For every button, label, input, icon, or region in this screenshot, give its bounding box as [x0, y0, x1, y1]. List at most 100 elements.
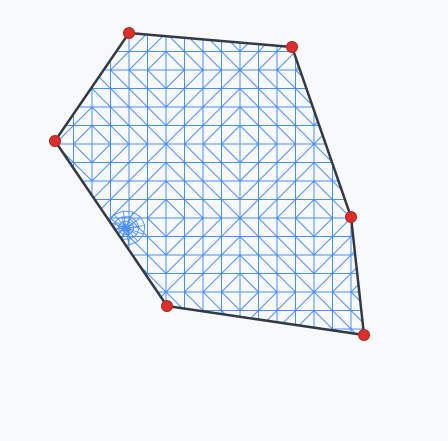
mesh-edge-diagonal [55, 217, 56, 237]
mesh-edge-diagonal [202, 51, 222, 71]
mesh-edge-diagonal [370, 144, 389, 163]
mesh-edge-diagonal [258, 69, 278, 89]
mesh-edge-diagonal [295, 33, 315, 52]
mesh-edge-diagonal [184, 273, 204, 293]
mesh-edge-diagonal [147, 106, 167, 126]
mesh-edge-diagonal [314, 0, 333, 15]
mesh-edge-diagonal [18, 89, 37, 108]
mesh-edge-diagonal [350, 328, 364, 335]
vertex-bottom-right[interactable] [358, 329, 370, 341]
dense-mesh-edge [113, 214, 127, 229]
mesh-edge-diagonal [55, 33, 56, 34]
mesh-edge-diagonal [370, 163, 389, 182]
vertex-top-left[interactable] [123, 27, 135, 39]
mesh-edge-diagonal [184, 310, 204, 330]
mesh-edge-diagonal [110, 125, 130, 145]
mesh-edge-diagonal [277, 0, 296, 15]
mesh-edge-diagonal [202, 254, 222, 274]
mesh-edge-diagonal [221, 199, 241, 219]
mesh-edge-diagonal [73, 328, 93, 335]
mesh-edge-diagonal [313, 254, 333, 274]
mesh-edge-diagonal [18, 33, 37, 52]
mesh-edge-diagonal [258, 143, 278, 163]
mesh-edge-diagonal [203, 0, 222, 15]
mesh-edge-diagonal [128, 236, 148, 256]
dense-mesh-edge [143, 225, 146, 235]
mesh-edge-diagonal [332, 254, 352, 274]
mesh-edge-diagonal [91, 88, 111, 108]
mesh-edge-diagonal [202, 33, 222, 52]
mesh-edge-diagonal [239, 328, 259, 335]
mesh-edge-diagonal [240, 348, 259, 367]
mesh-edge-diagonal [128, 180, 148, 200]
mesh-edge-diagonal [128, 33, 148, 52]
mesh-edge-diagonal [313, 69, 333, 89]
mesh-edge-diagonal [202, 328, 222, 335]
mesh-edge-diagonal [73, 143, 93, 163]
mesh-edge-diagonal [221, 328, 241, 335]
mesh-edge-diagonal [55, 199, 56, 219]
mesh-edge-diagonal [128, 88, 148, 108]
vertex-left[interactable] [49, 135, 61, 147]
mesh-edge-diagonal [165, 162, 185, 182]
mesh-edge-diagonal [370, 292, 389, 311]
mesh-edge-diagonal [202, 217, 222, 237]
mesh-edge-diagonal [73, 310, 93, 330]
mesh-edge-diagonal [37, 348, 56, 367]
vertex-right-upper[interactable] [345, 211, 357, 223]
mesh-edge-diagonal [91, 51, 111, 71]
mesh-edge-diagonal [55, 291, 74, 311]
mesh-edge-diagonal [350, 162, 364, 182]
mesh-edge-diagonal [258, 125, 278, 145]
mesh-edge-diagonal [258, 51, 278, 71]
mesh-edge-diagonal [74, 0, 93, 15]
mesh-edge-diagonal [276, 88, 296, 108]
mesh-edge-diagonal [295, 291, 315, 311]
mesh-edge-diagonal [165, 33, 185, 34]
mesh-edge-diagonal [276, 162, 296, 182]
mesh-edge-diagonal [147, 143, 167, 163]
mesh-edge-diagonal [239, 69, 259, 89]
mesh-edge-diagonal [110, 180, 130, 200]
mesh-edge-diagonal [276, 69, 296, 89]
mesh-edge-diagonal [276, 33, 296, 34]
vertex-top-right[interactable] [286, 41, 298, 53]
mesh-edge-diagonal [110, 51, 130, 71]
mesh-edge-diagonal [128, 69, 148, 89]
mesh-edge-diagonal [73, 254, 93, 274]
dense-mesh-edge [125, 225, 145, 229]
mesh-edge-diagonal [73, 106, 93, 126]
mesh-edge-diagonal [110, 88, 130, 108]
mesh-edge-diagonal [91, 162, 111, 182]
mesh-edge-diagonal [276, 310, 296, 330]
mesh-edge-diagonal [295, 254, 315, 274]
mesh-edge-diagonal [202, 125, 222, 145]
mesh-edge-diagonal [239, 254, 259, 274]
mesh-edge-diagonal [370, 348, 389, 367]
mesh-edge-diagonal [239, 291, 259, 311]
mesh-edge-diagonal [258, 199, 278, 219]
mesh-edge-diagonal [295, 143, 315, 163]
mesh-edge-diagonal [148, 0, 167, 15]
mesh-edge-diagonal [128, 51, 148, 71]
mesh-edge-diagonal [110, 291, 130, 311]
mesh-edge-diagonal [276, 199, 296, 219]
dense-mesh-edge [110, 238, 120, 245]
mesh-edge-diagonal [295, 328, 315, 335]
mesh-edge-diagonal [55, 217, 74, 237]
mesh-edge-diagonal [55, 51, 74, 71]
mesh-edge-diagonal [184, 328, 204, 335]
mesh-edge-diagonal [18, 329, 37, 348]
dense-mesh-edge [136, 227, 140, 235]
mesh-edge-diagonal [332, 291, 352, 311]
vertex-bottom-left[interactable] [161, 300, 173, 312]
mesh-edge-diagonal [184, 69, 204, 89]
mesh-edge-diagonal [184, 88, 204, 108]
mesh-edge-diagonal [18, 107, 37, 126]
mesh-edge-diagonal [18, 181, 37, 200]
dense-mesh-edge [132, 211, 142, 218]
mesh-edge-diagonal [276, 180, 296, 200]
mesh-edge-diagonal [370, 274, 389, 293]
mesh-edge-diagonal [55, 88, 74, 108]
